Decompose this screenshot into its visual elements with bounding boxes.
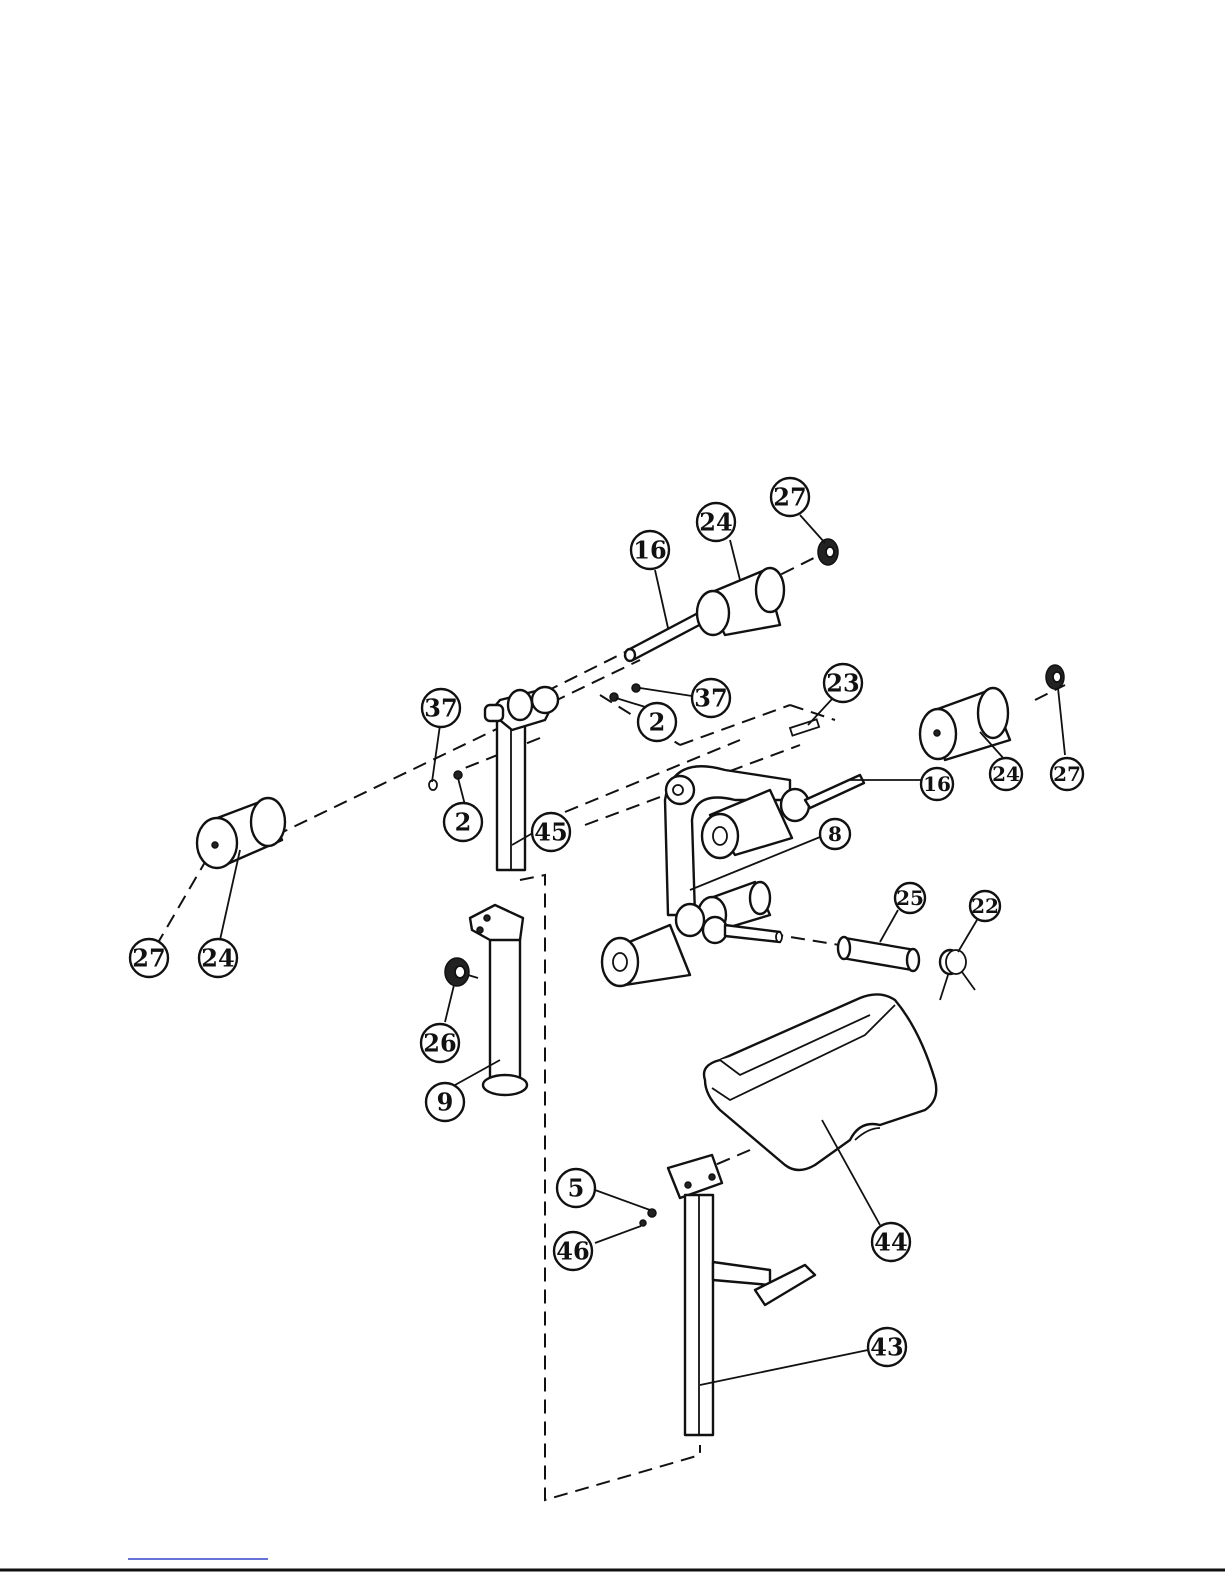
svg-text:24: 24 [992, 762, 1020, 786]
axle-16-upper [625, 612, 705, 661]
callout-27: 27 [1051, 758, 1083, 790]
lower-post-43 [668, 1155, 815, 1435]
callout-5: 5 [557, 1169, 595, 1207]
roller-24-left [197, 798, 285, 868]
pin-23 [790, 719, 819, 735]
svg-text:24: 24 [699, 508, 732, 537]
callout-16: 16 [921, 768, 953, 800]
assembly-guide-lines [145, 545, 1065, 1500]
callout-22: 22 [970, 891, 1000, 921]
svg-text:27: 27 [773, 483, 806, 512]
callout-16: 16 [631, 531, 669, 569]
callout-2: 2 [638, 703, 676, 741]
callout-9: 9 [426, 1083, 464, 1121]
svg-text:9: 9 [437, 1088, 454, 1117]
callout-24: 24 [199, 939, 237, 977]
leg-roller-frame-8 [602, 766, 864, 986]
callout-44: 44 [872, 1223, 910, 1261]
lower-post-9 [470, 905, 527, 1095]
callout-27: 27 [130, 939, 168, 977]
callout-45: 45 [532, 813, 570, 851]
callout-26: 26 [421, 1024, 459, 1062]
svg-text:43: 43 [870, 1333, 903, 1362]
callout-25: 25 [895, 883, 925, 913]
svg-text:46: 46 [556, 1237, 589, 1266]
bolt-5-46 [640, 1209, 656, 1226]
svg-text:16: 16 [923, 772, 951, 796]
svg-text:22: 22 [971, 894, 999, 918]
pad-44 [704, 994, 936, 1170]
svg-text:23: 23 [826, 669, 859, 698]
callout-27: 27 [771, 478, 809, 516]
roller-24-upper [697, 568, 784, 635]
svg-text:16: 16 [633, 536, 666, 565]
svg-text:27: 27 [1053, 762, 1081, 786]
callout-43: 43 [868, 1328, 906, 1366]
svg-text:27: 27 [132, 944, 165, 973]
svg-text:44: 44 [874, 1228, 907, 1257]
svg-text:8: 8 [828, 822, 842, 846]
end-cap-27-right [1046, 665, 1064, 689]
callout-8: 8 [820, 819, 850, 849]
end-cap-27-upper [818, 539, 838, 565]
knob-26 [445, 958, 478, 986]
svg-text:26: 26 [423, 1029, 456, 1058]
callout-23: 23 [824, 664, 862, 702]
sleeve-25 [838, 937, 919, 971]
svg-text:24: 24 [201, 944, 234, 973]
callout-46: 46 [554, 1232, 592, 1270]
spring-clip-22 [940, 950, 975, 1000]
svg-text:45: 45 [534, 818, 567, 847]
callout-24: 24 [697, 503, 735, 541]
svg-text:2: 2 [455, 808, 472, 837]
svg-text:25: 25 [896, 886, 924, 910]
svg-text:37: 37 [694, 684, 727, 713]
svg-text:5: 5 [568, 1174, 585, 1203]
callout-37: 37 [692, 679, 730, 717]
callout-24: 24 [990, 758, 1022, 790]
callout-37: 37 [422, 689, 460, 727]
callout-2: 2 [444, 803, 482, 841]
svg-text:37: 37 [424, 694, 457, 723]
svg-text:2: 2 [649, 708, 666, 737]
